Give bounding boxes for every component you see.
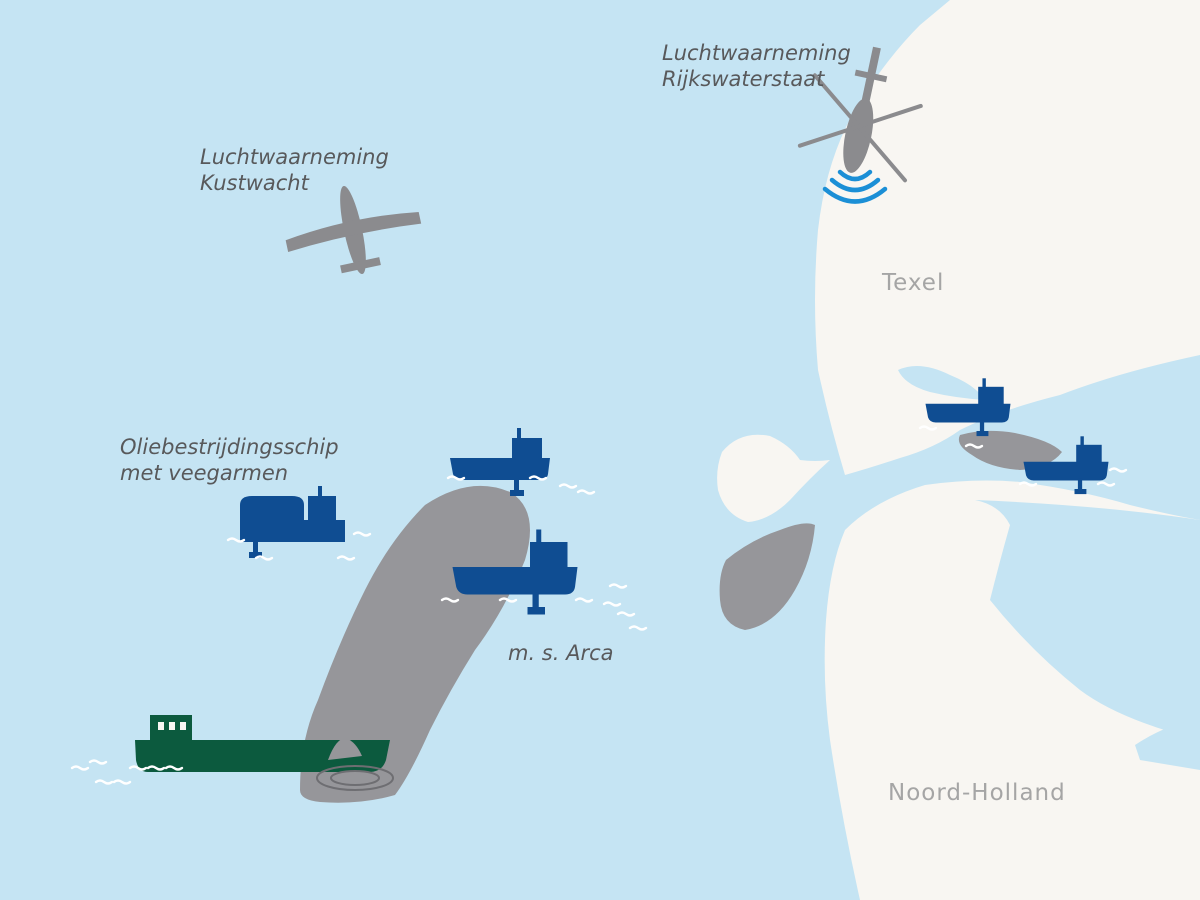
texel-harbour xyxy=(898,366,985,400)
label-rws-helicopter: Luchtwaarneming Rijkswaterstaat xyxy=(662,40,851,92)
label-sweeping-ship: Oliebestrijdingsschip met veegarmen xyxy=(120,434,339,486)
wadden-shallows xyxy=(930,502,1005,580)
label-coastguard-line1: Luchtwaarneming xyxy=(200,145,389,169)
oil-slick-channel xyxy=(958,430,1062,470)
noorderhaaks-sandbank xyxy=(717,434,830,522)
label-sweeping-line1: Oliebestrijdingsschip xyxy=(120,435,339,459)
ijsselmeer-edge xyxy=(1135,718,1200,770)
label-rws-line2: Rijkswaterstaat xyxy=(662,67,825,91)
label-arca: m. s. Arca xyxy=(508,641,614,665)
label-sweeping-line2: met veegarmen xyxy=(120,461,289,485)
label-rws-line1: Luchtwaarneming xyxy=(662,41,851,65)
airplane-icon xyxy=(285,185,422,275)
radar-waves-icon xyxy=(822,169,888,204)
place-texel: Texel xyxy=(882,270,945,296)
mainland-bay xyxy=(975,500,1200,740)
sweeping-ship xyxy=(240,486,345,558)
stranded-cargo-ship-icon xyxy=(135,715,390,772)
helicopter-icon xyxy=(797,46,923,183)
oil-slick-sandbank xyxy=(719,523,815,630)
texel-island xyxy=(815,0,1200,475)
oil-leak-icon xyxy=(316,765,394,791)
oil-slick-main xyxy=(300,485,530,803)
label-coastguard-aircraft: Luchtwaarneming Kustwacht xyxy=(200,144,389,196)
place-noord-holland: Noord-Holland xyxy=(888,780,1066,806)
label-coastguard-line2: Kustwacht xyxy=(200,171,309,195)
